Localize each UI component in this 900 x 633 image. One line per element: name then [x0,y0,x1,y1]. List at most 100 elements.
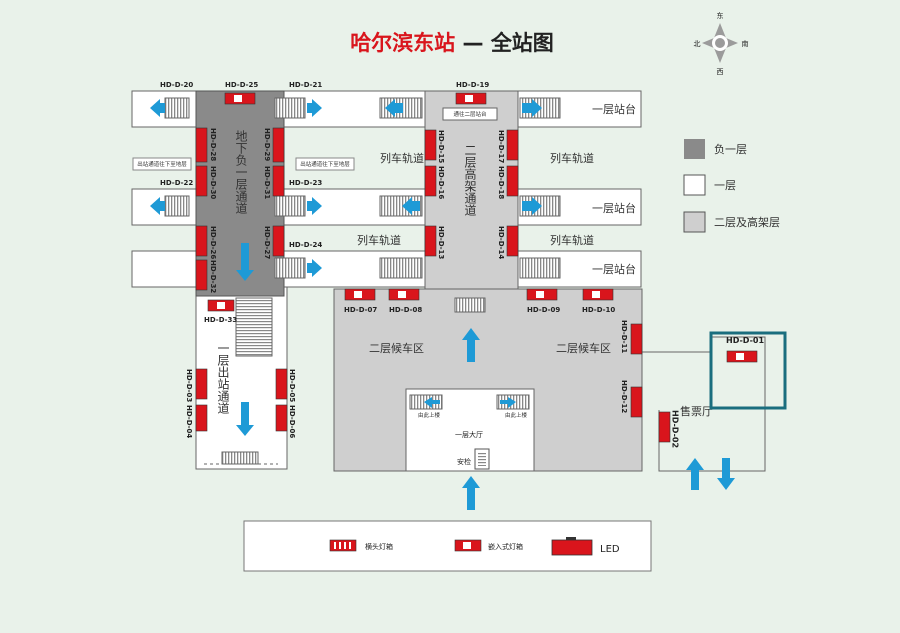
label-security: 安检 [457,457,471,466]
code-d21: HD-D-21 [289,81,322,89]
ad-box-stripe [536,291,544,298]
legend-swatch-elevated [683,211,706,233]
label-platform-2: 一层站台 [592,201,636,215]
media-legend-label-led: LED [600,544,620,555]
label-track-2: 列车轨道 [550,151,594,165]
code-d19: HD-D-19 [456,81,489,89]
code-d12: HD-D-12 [620,380,628,413]
ad-box-d26 [195,225,208,257]
embedded-lightbox-icon [454,539,482,552]
arrow-up-icon [462,476,480,510]
code-d16: HD-D-16 [437,166,445,199]
label-sign-left-2: 出站通道往下至地层 [300,160,350,168]
arrow-right-icon [522,99,542,117]
code-d01: HD-D-01 [726,336,764,345]
stairs [164,195,190,217]
legend-label-elevated: 二层及高架层 [714,215,780,229]
label-elevated-corridor: 二层高架通道 [463,144,477,216]
code-d03: HD-D-03 [185,369,193,402]
security-scanner [478,452,486,466]
compass-rose-icon [702,23,738,63]
code-d22: HD-D-22 [160,179,193,187]
stairs [235,297,273,357]
ad-box-d15 [424,129,437,161]
label-hall: 一层大厅 [455,430,483,439]
ad-box-d16 [424,165,437,197]
code-d04: HD-D-04 [185,405,193,438]
arrow-right-icon [522,197,542,215]
label-platform-3: 一层站台 [592,262,636,276]
code-d06: HD-D-06 [288,405,296,438]
ad-box-d30 [195,165,208,197]
label-ticket-office: 售票厅 [680,404,713,418]
code-d07: HD-D-07 [344,306,377,314]
ad-box-d02 [658,411,671,443]
elevator-top-sign [442,107,498,121]
code-d27: HD-D-27 [263,226,271,259]
label-exit-corridor: 一层出站通道 [216,342,230,414]
arrow-down-icon [236,402,254,436]
code-d05: HD-D-05 [288,369,296,402]
compass-right: 南 [742,39,749,48]
media-legend-label-lightbox: 横头灯箱 [365,542,393,551]
stairs [221,451,259,465]
arrow-left-icon [385,99,403,117]
code-d18: HD-D-18 [497,166,505,199]
compass-left: 北 [694,40,701,48]
ad-box-stripe [354,291,362,298]
code-d25: HD-D-25 [225,81,258,89]
arrow-left-icon [150,99,165,117]
media-legend-label-embedded: 嵌入式灯箱 [488,542,523,551]
code-d10: HD-D-10 [582,306,615,314]
legend-label-ground: 一层 [714,179,736,192]
label-underground-corridor: 地下负一层通道 [234,130,248,214]
arrow-right-icon [500,397,516,408]
code-d02: HD-D-02 [671,410,680,448]
ad-box-stripe [217,302,225,309]
code-d08: HD-D-08 [389,306,422,314]
code-d23: HD-D-23 [289,179,322,187]
code-d13: HD-D-13 [437,226,445,259]
ad-box-d28 [195,127,208,163]
code-d32: HD-D-32 [209,260,217,293]
ad-box-d18 [506,165,519,197]
label-platform-1: 一层站台 [592,102,636,116]
sign-left-1-box [132,157,192,171]
ad-box-d13 [424,225,437,257]
arrow-down-icon [717,458,735,490]
ad-box-d12 [630,386,643,418]
ad-box-d14 [506,225,519,257]
underground-corridor [195,90,285,297]
label-up-left: 由此上楼 [418,411,441,419]
arrow-left-icon [424,397,440,408]
stairs [274,195,306,217]
led-screen-icon [551,537,593,556]
arrow-up-icon [462,328,480,362]
code-d11: HD-D-11 [620,320,628,353]
ad-box-d04 [195,404,208,432]
label-track-4: 列车轨道 [550,233,594,247]
ad-box-stripe [465,95,473,102]
ad-box-d06 [275,404,288,432]
label-waiting-left: 二层候车区 [369,341,424,355]
legend-swatch-basement [684,139,705,159]
ad-box-d31 [272,165,285,197]
legend-swatch-ground [683,174,706,196]
ad-box-stripe [398,291,406,298]
ad-box-d05 [275,368,288,400]
ad-box-d03 [195,368,208,400]
map-title: 哈尔滨东站 — 全站图 [350,31,554,55]
code-d26: HD-D-26 [209,226,217,259]
arrow-left-icon [402,197,420,215]
label-track-1: 列车轨道 [380,151,424,165]
arrow-right-icon [307,197,322,215]
compass-top: 东 [717,11,724,20]
label-sign-left-1: 出站通道往下至地层 [137,160,187,168]
legend-label-basement: 负一层 [714,142,747,156]
code-d24: HD-D-24 [289,241,322,249]
label-elevator-top: 通往二层站台 [453,110,487,118]
code-d29: HD-D-29 [263,128,271,161]
sign-left-2-box [295,157,355,171]
